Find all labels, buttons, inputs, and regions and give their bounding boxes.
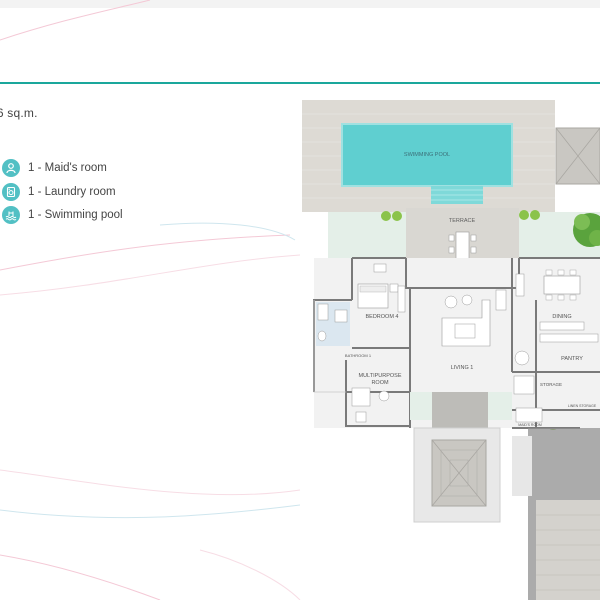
label-storage: STORAGE [540,382,562,387]
swimming-pool-icon [2,206,20,224]
amenity-laundry-room: 1 - Laundry room [2,182,123,202]
amenity-label: 1 - Laundry room [28,185,116,198]
label-maids-room: MAID'S ROOM [518,423,542,427]
label-swimming-pool: SWIMMING POOL [404,152,450,158]
label-linen-storage: LINEN STORAGE [568,404,597,408]
label-multipurpose-2: ROOM [371,380,389,386]
label-terrace: TERRACE [449,218,476,224]
dining-table [543,275,581,295]
label-dining: DINING [552,314,571,320]
swimming-pool [341,123,513,187]
top-shade [0,0,600,8]
lawn-left [328,212,406,260]
sofa [441,299,491,347]
label-multipurpose-1: MULTIPURPOSE [359,373,402,379]
amenity-label: 1 - Swimming pool [28,209,123,221]
amenity-swimming-pool: 1 - Swimming pool [2,205,123,225]
label-pantry: PANTRY [561,356,583,362]
maid-icon [2,159,20,177]
amenity-list: 1 - Maid's room 1 - Laundry room 1 - Swi… [2,158,123,229]
label-bedroom: BEDROOM 4 [365,314,398,320]
unit-area: 36 sq.m. [0,106,38,120]
amenity-label: 1 - Maid's room [28,162,107,174]
label-living: LIVING 1 [451,365,474,371]
amenity-maids-room: 1 - Maid's room [2,158,123,178]
floor-plan: SWIMMING POOL TERRACE BEDROOM 4 [302,100,600,600]
label-bathroom: BATHROOM 1 [345,353,372,358]
header-band [0,0,600,84]
accent-divider [0,82,600,84]
laundry-icon [2,182,20,201]
